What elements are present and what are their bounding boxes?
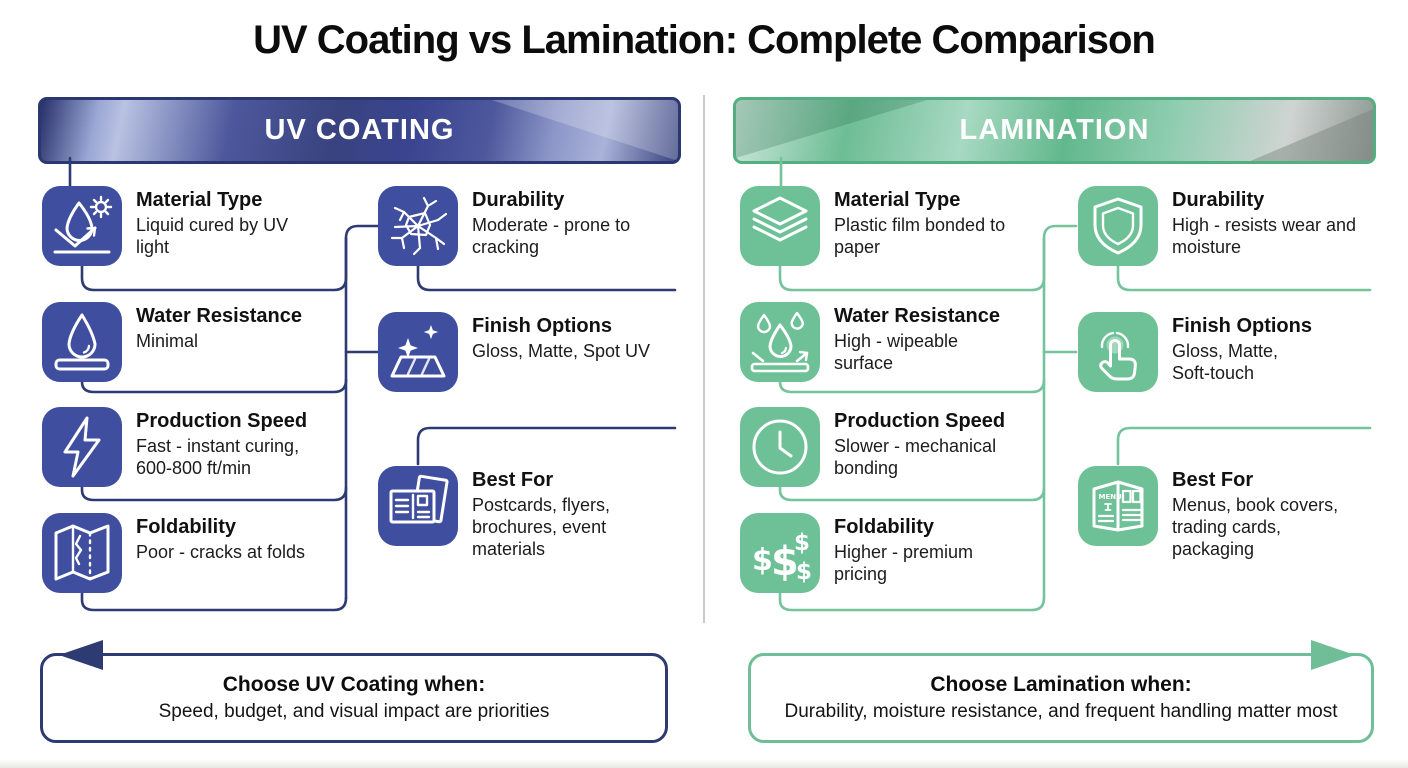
item-desc: Gloss, Matte, Soft-touch <box>1172 341 1279 383</box>
item-title: Water Resistance <box>136 305 302 327</box>
item-desc: Moderate - prone to cracking <box>472 215 631 257</box>
svg-text:MENU: MENU <box>1099 493 1123 501</box>
lam-item-material-type: Material Type Plastic film bonded to pap… <box>740 186 1024 266</box>
droplets-bounce-icon <box>740 302 820 382</box>
folded-map-crack-icon <box>42 513 122 593</box>
item-title: Foldability <box>136 516 236 538</box>
svg-text:$: $ <box>796 559 812 585</box>
lamination-header: LAMINATION <box>733 97 1376 164</box>
item-desc: Minimal <box>136 331 199 351</box>
lam-footer-title: Choose Lamination when: <box>930 673 1192 696</box>
lam-footer-desc: Durability, moisture resistance, and fre… <box>784 701 1338 722</box>
item-desc: Liquid cured by UV light <box>136 215 289 257</box>
lam-item-water-resistance: Water Resistance High - wipeable surface <box>740 302 1000 382</box>
uv-item-foldability: Foldability Poor - cracks at folds <box>42 513 366 593</box>
item-title: Best For <box>1172 469 1254 491</box>
item-title: Best For <box>472 469 554 491</box>
item-desc: Fast - instant curing, 600-800 ft/min <box>136 436 300 478</box>
item-title: Durability <box>1172 189 1265 211</box>
cracked-glass-icon <box>378 186 458 266</box>
page-title: UV Coating vs Lamination: Complete Compa… <box>253 18 1156 62</box>
lam-header-label: LAMINATION <box>959 114 1150 146</box>
uv-footer-desc: Speed, budget, and visual impact are pri… <box>158 701 550 722</box>
uv-footer-title: Choose UV Coating when: <box>222 673 486 696</box>
uv-item-durability: Durability Moderate - prone to cracking <box>378 186 662 266</box>
open-menu-icon: MENU <box>1078 466 1158 546</box>
touch-finger-icon <box>1078 312 1158 392</box>
lam-item-foldability: $ $ $ $ Foldability Higher - premium pri… <box>740 513 1014 593</box>
uv-item-finish-options: Finish Options Gloss, Matte, Spot UV <box>378 312 692 392</box>
uv-item-best-for: Best For Postcards, flyers, brochures, e… <box>378 466 647 561</box>
right-arrow-icon <box>1311 640 1355 670</box>
svg-text:$: $ <box>794 530 810 556</box>
lam-item-finish-options: Finish Options Gloss, Matte, Soft-touch <box>1078 312 1312 392</box>
svg-text:$: $ <box>771 539 799 585</box>
svg-text:$: $ <box>752 543 773 578</box>
uv-connector-lines <box>68 156 677 612</box>
item-title: Material Type <box>834 189 961 211</box>
clock-icon <box>740 407 820 487</box>
item-title: Production Speed <box>136 410 308 432</box>
postcards-icon <box>378 466 458 546</box>
uv-recommendation-box: Choose UV Coating when: Speed, budget, a… <box>40 640 668 743</box>
uv-item-water-resistance: Water Resistance Minimal <box>42 302 336 382</box>
item-desc: Gloss, Matte, Spot UV <box>472 341 651 361</box>
bottom-edge <box>0 759 1408 768</box>
item-title: Material Type <box>136 189 263 211</box>
item-title: Finish Options <box>1172 315 1312 337</box>
droplet-uv-cure-icon <box>42 186 122 266</box>
droplet-surface-icon <box>42 302 122 382</box>
lam-item-production-speed: Production Speed Slower - mechanical bon… <box>740 407 1024 487</box>
uv-coating-header: UV COATING <box>38 97 681 164</box>
item-desc: Slower - mechanical bonding <box>834 436 997 478</box>
left-arrow-icon <box>59 640 103 670</box>
item-desc: Higher - premium pricing <box>834 542 974 584</box>
item-desc: Plastic film bonded to paper <box>834 215 1006 257</box>
item-desc: Poor - cracks at folds <box>136 542 306 562</box>
shield-icon <box>1078 186 1158 266</box>
lam-recommendation-box: Choose Lamination when: Durability, mois… <box>748 640 1374 743</box>
uv-item-production-speed: Production Speed Fast - instant curing, … <box>42 407 336 487</box>
item-title: Production Speed <box>834 410 1006 432</box>
lightning-icon <box>42 407 122 487</box>
sparkle-surface-icon <box>378 312 458 392</box>
item-desc: Postcards, flyers, brochures, event mate… <box>472 495 611 559</box>
item-title: Durability <box>472 189 565 211</box>
lam-connector-lines <box>778 156 1372 612</box>
stacked-layers-icon <box>740 186 820 266</box>
lam-item-best-for: MENU Best For Menus, book covers, tradin… <box>1078 466 1342 561</box>
lam-item-durability: Durability High - resists wear and moist… <box>1078 186 1362 266</box>
item-title: Foldability <box>834 516 934 538</box>
item-desc: High - resists wear and moisture <box>1172 215 1357 257</box>
dollar-signs-icon: $ $ $ $ <box>740 513 820 593</box>
panel-divider <box>703 95 705 623</box>
item-title: Finish Options <box>472 315 612 337</box>
item-desc: Menus, book covers, trading cards, packa… <box>1172 495 1339 559</box>
uv-item-material-type: Material Type Liquid cured by UV light <box>42 186 306 266</box>
item-desc: High - wipeable surface <box>834 331 959 373</box>
uv-header-label: UV COATING <box>264 114 455 146</box>
item-title: Water Resistance <box>834 305 1000 327</box>
